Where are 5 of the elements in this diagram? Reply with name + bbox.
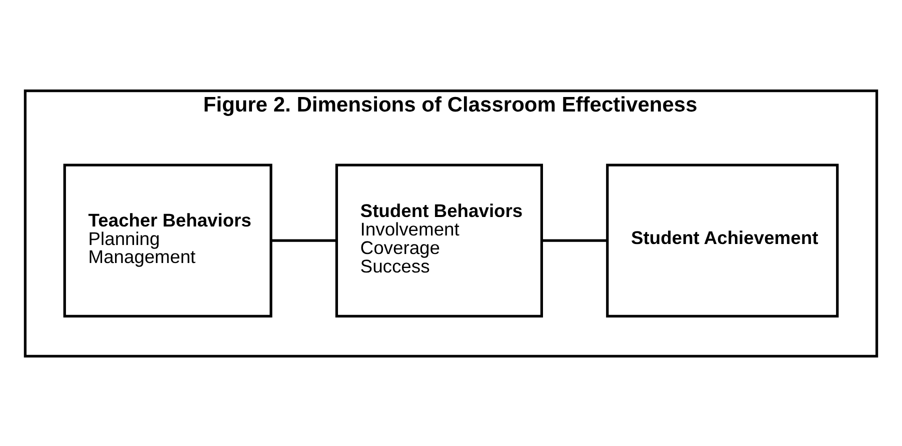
node-box: Student Achievement	[606, 163, 839, 317]
connector	[542, 238, 608, 242]
node-box: Student Behaviors Involvement Coverage Success	[335, 163, 543, 317]
node-box: Teacher Behaviors Planning Management	[63, 163, 272, 317]
connector	[271, 238, 336, 242]
